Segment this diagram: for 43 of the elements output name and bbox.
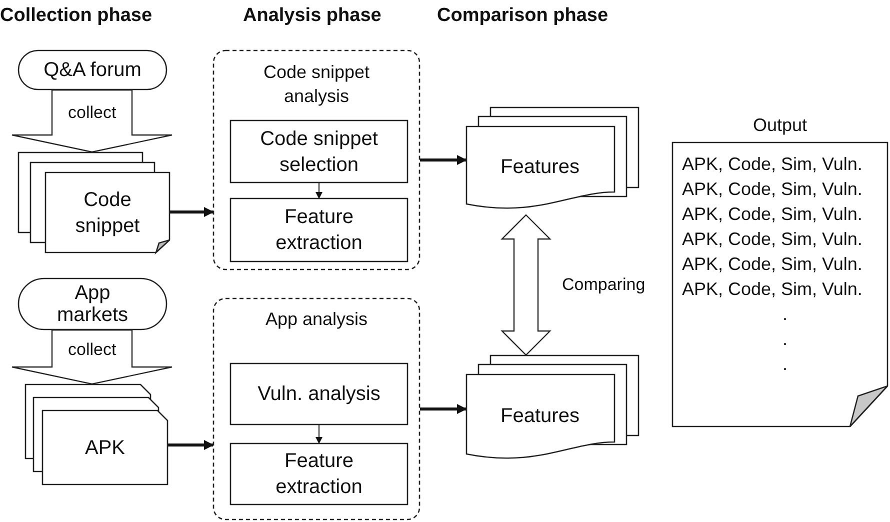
process-box (230, 198, 408, 262)
arrow (316, 424, 322, 444)
phase-heading: Comparison phase (437, 5, 608, 27)
arrow (420, 155, 467, 165)
node-label: Feature extraction (274, 205, 364, 256)
dashed-group (213, 50, 420, 270)
node-label: App markets (56, 282, 130, 326)
output-row-text: APK, Code, Sim, Vuln. (682, 153, 862, 176)
process-box (230, 363, 408, 425)
arrow (170, 207, 214, 217)
output-row-text: . (782, 353, 788, 376)
dashed-group (213, 298, 420, 520)
file-stack (25, 384, 168, 485)
node-label: Features (500, 404, 580, 429)
arrow (420, 404, 467, 414)
node-label: APK (84, 436, 126, 460)
group-title: Code snippet analysis (262, 61, 371, 108)
node-label: Vuln. analysis (258, 382, 380, 407)
output-row-text: APK, Code, Sim, Vuln. (682, 178, 862, 201)
source-pill (18, 50, 167, 90)
node-label: Code snippet selection (259, 126, 379, 178)
output-row-text: APK, Code, Sim, Vuln. (682, 203, 862, 226)
arrow (316, 182, 322, 199)
output-heading: Output (752, 114, 808, 137)
output-row-text: APK, Code, Sim, Vuln. (682, 278, 862, 301)
block-arrow (500, 214, 552, 356)
group-title: App analysis (265, 308, 368, 331)
node-label: Q&A forum (44, 59, 142, 81)
arrow (168, 440, 214, 450)
output-row-text: . (782, 303, 788, 326)
output-row-text: . (782, 328, 788, 351)
phase-heading: Analysis phase (243, 5, 382, 27)
node-label: Code snippet (74, 188, 141, 238)
phase-heading: Collection phase (0, 5, 152, 27)
process-box (230, 120, 408, 183)
process-box (230, 443, 408, 505)
node-label: Features (500, 155, 580, 180)
output-row-text: APK, Code, Sim, Vuln. (682, 228, 862, 251)
edge-label: Comparing (562, 275, 646, 295)
node-label: Feature extraction (274, 449, 364, 500)
output-row-text: APK, Code, Sim, Vuln. (682, 253, 862, 276)
source-pill (18, 278, 167, 330)
document-stack (18, 152, 170, 253)
